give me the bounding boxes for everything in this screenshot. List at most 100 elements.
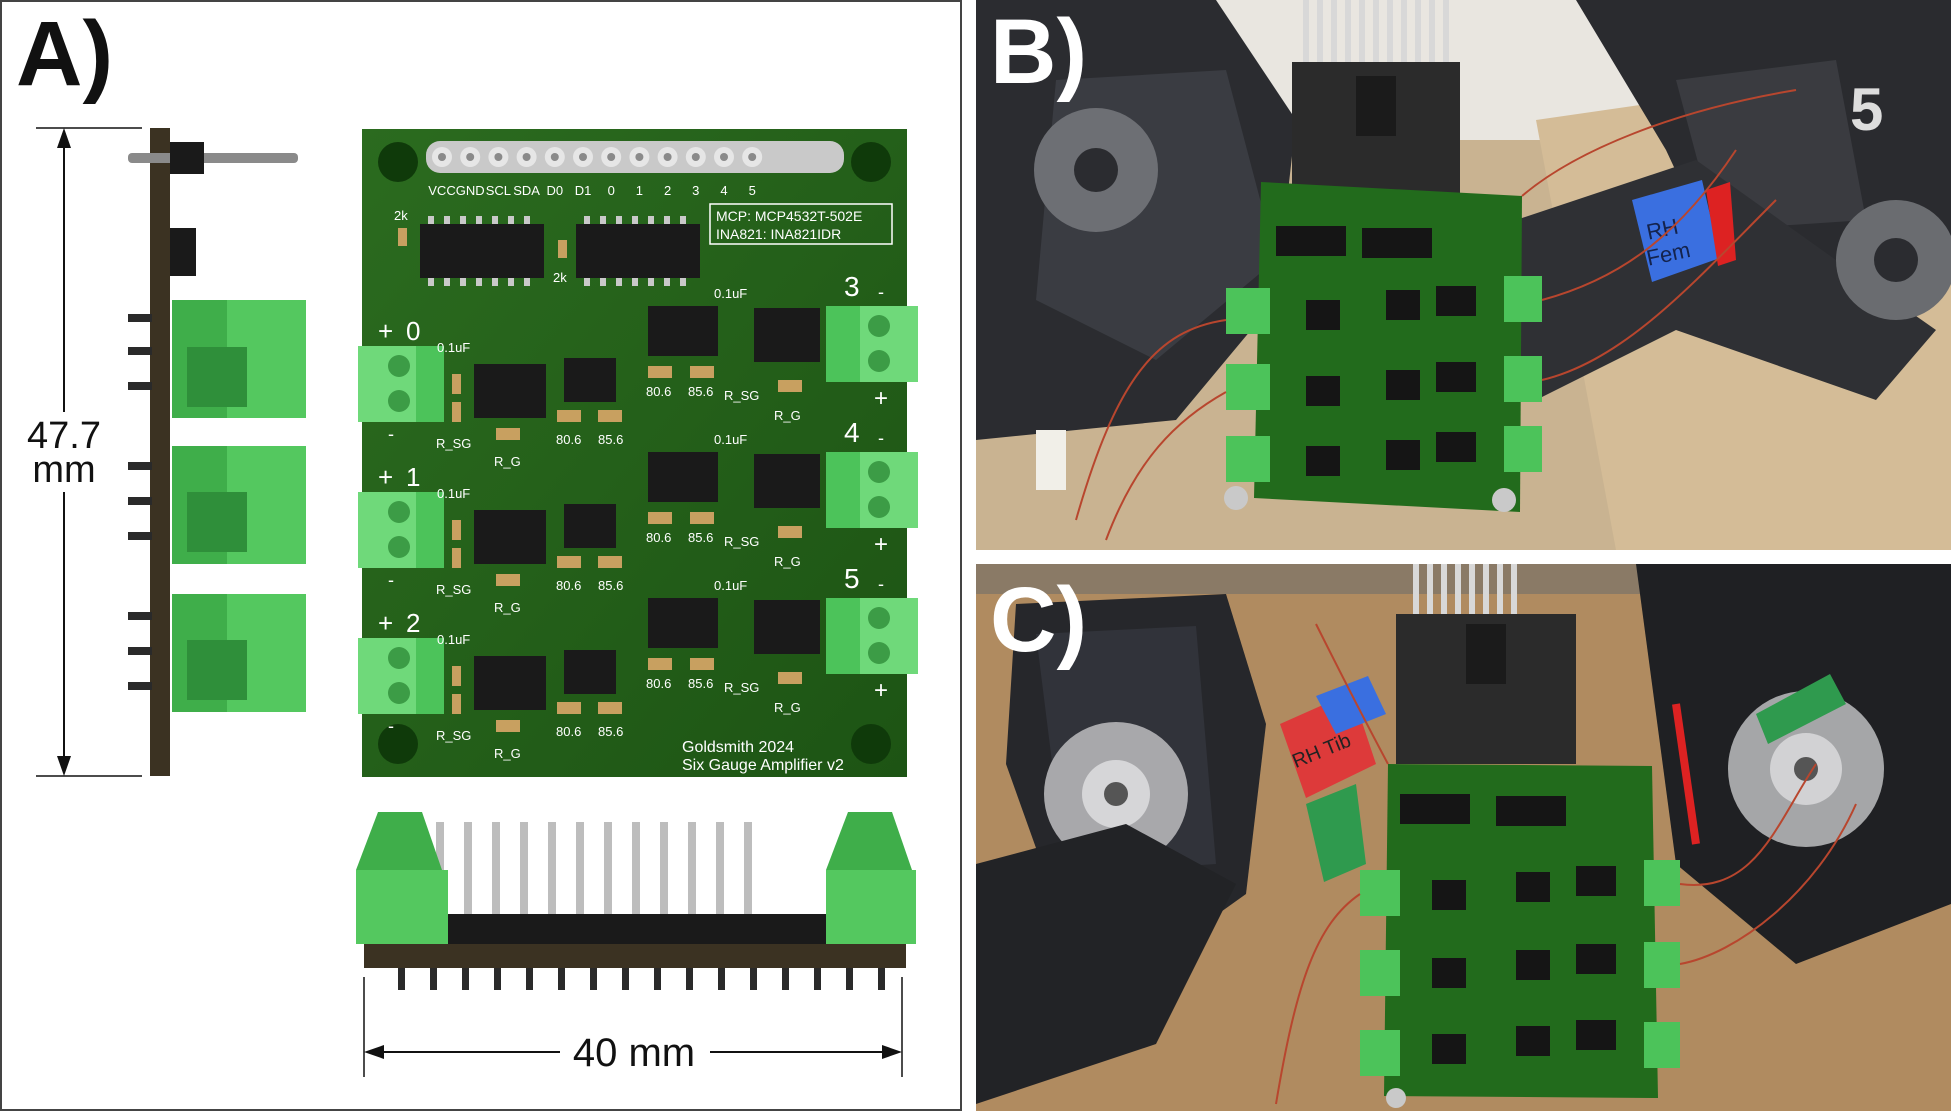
digipot-chip (564, 504, 616, 548)
cap-label: 0.1uF (714, 286, 747, 301)
panel-a-render: A) (0, 0, 962, 1111)
tape-label-b (1632, 180, 1720, 282)
ina821-chip (474, 510, 546, 564)
side-chip (170, 228, 196, 276)
channel-plus-sign: + (378, 316, 393, 346)
front-view: 40 mm (356, 812, 916, 1077)
channel-minus-sign: - (388, 716, 394, 736)
res-2k-label: 2k (394, 208, 408, 223)
mount-hole (378, 142, 418, 182)
res-85-label: 85.6 (688, 676, 713, 691)
front-chips (446, 914, 826, 944)
credit-line1: Goldsmith 2024 (682, 739, 794, 756)
r-sg-label: R_SG (724, 388, 759, 403)
r-sg-label: R_SG (724, 534, 759, 549)
r-g-label: R_G (774, 554, 801, 569)
header-pin-label: 0 (608, 183, 615, 198)
res-80-label: 80.6 (646, 384, 671, 399)
res-80-label: 80.6 (646, 530, 671, 545)
digipot-chip (564, 358, 616, 402)
terminals-b (1226, 276, 1542, 482)
side-terminal-3 (172, 594, 306, 712)
channel-plus-sign: + (378, 608, 393, 638)
r-g-label: R_G (494, 600, 521, 615)
front-bottom-pins (398, 968, 885, 990)
dim-arrow-up (57, 128, 71, 148)
terminals-c (1360, 860, 1680, 1076)
side-terminal-1 (172, 300, 306, 418)
ina821-chip (648, 452, 718, 502)
r-g-label: R_G (494, 746, 521, 761)
channel-minus-sign: - (388, 570, 394, 590)
part-info-line1: MCP: MCP4532T-502E (716, 208, 862, 224)
res-2k-label: 2k (553, 270, 567, 285)
header-pin-label: SCL (486, 183, 511, 198)
res-80-label: 80.6 (556, 724, 581, 739)
r-sg-label: R_SG (436, 728, 471, 743)
header-pin-label: SDA (513, 183, 540, 198)
pcb-photo-b (1254, 182, 1522, 512)
header-pin-label: VCC (428, 183, 455, 198)
ina821-chip (754, 454, 820, 508)
side-header-housing (170, 142, 204, 174)
r-g-label: R_G (774, 700, 801, 715)
cap-label: 0.1uF (714, 578, 747, 593)
r-g-label: R_G (774, 408, 801, 423)
width-dimension: 40 mm (573, 1031, 695, 1075)
channel-minus-sign: - (878, 428, 884, 448)
channel-number-right: 4 (844, 417, 860, 448)
panel-c-label: C) (990, 569, 1088, 671)
res-85-label: 85.6 (598, 432, 623, 447)
header-pin-label: 4 (720, 183, 727, 198)
header-pin-row (426, 141, 844, 173)
mcp-chip-legs (428, 216, 686, 286)
channel-number-left: 1 (406, 462, 420, 492)
dim-arrow-left (364, 1045, 384, 1059)
front-terminal-left (356, 812, 448, 944)
strain-gauge-wires-b (1075, 89, 1797, 541)
photo-b-svg: 5 RH Fem (976, 0, 1951, 550)
res-85-label: 85.6 (688, 384, 713, 399)
ina821-chip (474, 364, 546, 418)
strain-gauge-wires-c (1275, 623, 1857, 1105)
ina821-chip (648, 306, 718, 356)
res-80-label: 80.6 (556, 432, 581, 447)
header-pin-label: GND (456, 183, 485, 198)
channel-number-left: 0 (406, 316, 420, 346)
ina821-chip (754, 600, 820, 654)
mount-hole (851, 724, 891, 764)
height-value: 47.7 (27, 415, 101, 457)
channel-minus-sign: - (388, 424, 394, 444)
channel-number-right: 3 (844, 271, 860, 302)
header-pin-label: 5 (749, 183, 756, 198)
front-pcb-edge (364, 944, 906, 968)
channel-minus-sign: - (878, 574, 884, 594)
cap-label: 0.1uF (437, 486, 470, 501)
digipot-chip (564, 650, 616, 694)
r-sg-label: R_SG (436, 436, 471, 451)
header-pin-label: 3 (692, 183, 699, 198)
part-info-box (709, 203, 893, 245)
header-pin-label: D1 (575, 183, 592, 198)
side-header-pin (128, 153, 298, 163)
ina821-chip (474, 656, 546, 710)
r-sg-label: R_SG (724, 680, 759, 695)
mount-hole (851, 142, 891, 182)
res-85-label: 85.6 (598, 724, 623, 739)
part-info-line2: INA821: INA821IDR (716, 226, 841, 242)
wire-connector-b (1036, 430, 1066, 490)
res-85-label: 85.6 (598, 578, 623, 593)
res-80-label: 80.6 (646, 676, 671, 691)
res-2k-part (558, 240, 567, 258)
panel-c-photo: RH Tib C) (976, 564, 1951, 1111)
chips-b (1276, 226, 1476, 476)
cap-label: 0.1uF (437, 340, 470, 355)
r-g-label: R_G (494, 454, 521, 469)
side-terminal-2 (172, 446, 306, 564)
res-2k-part (398, 228, 407, 246)
ina821-chip (754, 308, 820, 362)
chips-c (1400, 794, 1616, 1064)
